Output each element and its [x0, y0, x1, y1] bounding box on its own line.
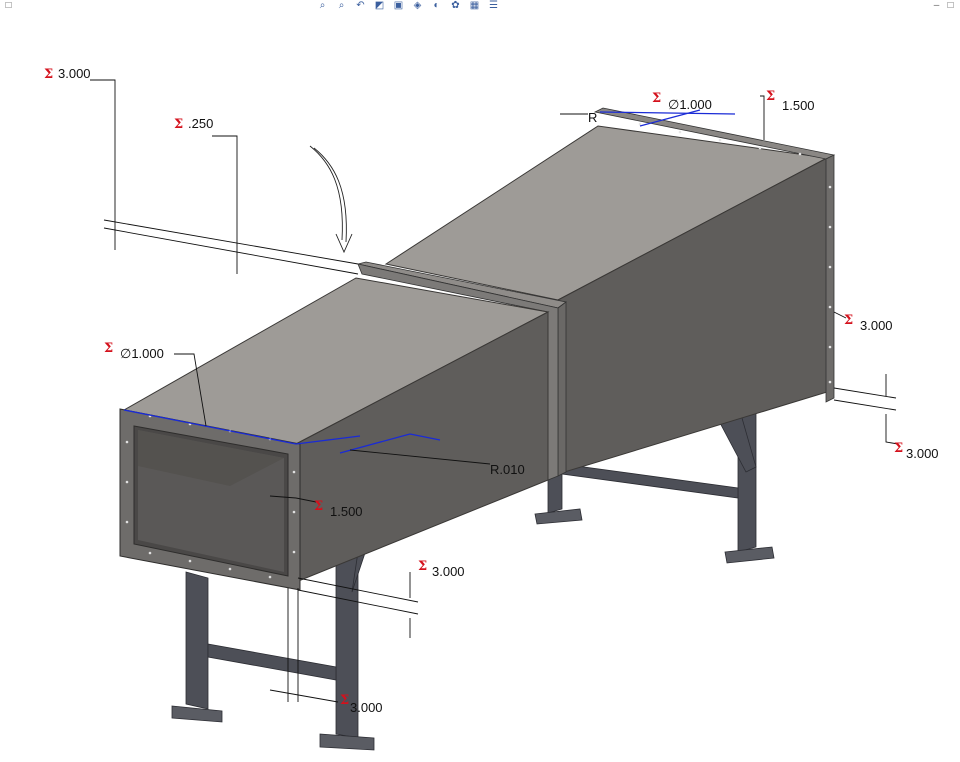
maximize-icon[interactable]: □ [947, 0, 954, 11]
zoom-to-fit-icon[interactable]: ⌕ [319, 0, 326, 11]
dim-radius[interactable]: R.010 [490, 462, 525, 477]
dim-top-left-3000[interactable]: Σ 3.000 [44, 66, 91, 82]
dim-bottom-3000-a[interactable]: Σ 3.000 [418, 559, 465, 579]
sigma-icon: Σ [104, 341, 113, 356]
graphics-area[interactable]: Σ 3.000 Σ .250 Σ ∅1.000 Σ 1.500 R Σ 3.00… [0, 12, 960, 762]
sigma-icon: Σ [44, 67, 53, 82]
dim-value: 3.000 [58, 66, 91, 81]
sigma-icon: Σ [314, 499, 323, 514]
model-drawing: Σ 3.000 Σ .250 Σ ∅1.000 Σ 1.500 R Σ 3.00… [44, 66, 939, 751]
window-frame-icon: □ [5, 0, 12, 11]
sigma-icon: Σ [844, 313, 853, 328]
sigma-icon: Σ [340, 693, 349, 708]
front-duct-section [119, 277, 550, 591]
dim-inner-1500[interactable]: Σ 1.500 [314, 499, 363, 519]
dimension-lines [90, 79, 899, 703]
dim-top-right-diameter[interactable]: Σ ∅1.000 [652, 91, 712, 112]
dim-value: ∅1.000 [668, 97, 712, 112]
dim-value: 3.000 [906, 446, 939, 461]
dim-value: R [588, 110, 597, 125]
dim-top-250[interactable]: Σ .250 [174, 116, 213, 132]
display-style-icon[interactable]: ◈ [413, 0, 422, 11]
dim-right-3000-a[interactable]: Σ 3.000 [844, 313, 893, 333]
weld-leader [309, 145, 353, 254]
view-toolbar: ⌕⌕↶◩▣◈◐✿▦☰–□□ [0, 0, 960, 12]
dim-value: 3.000 [860, 318, 893, 333]
dim-value: 3.000 [350, 700, 383, 715]
view-settings-icon[interactable]: ☰ [489, 0, 498, 11]
rear-duct-section [384, 107, 836, 475]
sigma-icon: Σ [174, 117, 183, 132]
dim-bottom-3000-b[interactable]: Σ 3.000 [340, 693, 383, 715]
apply-scene-icon[interactable]: ▦ [469, 0, 480, 11]
dim-left-diameter[interactable]: Σ ∅1.000 [104, 341, 164, 361]
dim-value: 1.500 [330, 504, 363, 519]
dim-value: .250 [188, 116, 213, 131]
previous-view-icon[interactable]: ↶ [356, 0, 365, 11]
zoom-to-area-icon[interactable]: ⌕ [338, 0, 345, 11]
sigma-icon: Σ [766, 89, 775, 104]
minimize-icon[interactable]: – [933, 0, 940, 11]
dim-top-right-1500[interactable]: Σ 1.500 [766, 89, 815, 113]
dim-top-r[interactable]: R [588, 110, 597, 125]
edit-appearance-icon[interactable]: ✿ [451, 0, 460, 11]
dim-value: 3.000 [432, 564, 465, 579]
sigma-icon: Σ [652, 91, 661, 106]
dim-value: ∅1.000 [120, 346, 164, 361]
dim-value: R.010 [490, 462, 525, 477]
hide-show-items-icon[interactable]: ◐ [433, 0, 440, 11]
sigma-icon: Σ [894, 441, 903, 456]
dim-right-3000-b[interactable]: Σ 3.000 [894, 441, 939, 461]
view-orientation-icon[interactable]: ▣ [393, 0, 404, 11]
dim-value: 1.500 [782, 98, 815, 113]
section-view-icon[interactable]: ◩ [374, 0, 385, 11]
sigma-icon: Σ [418, 559, 427, 574]
rear-support-frame [534, 403, 775, 564]
